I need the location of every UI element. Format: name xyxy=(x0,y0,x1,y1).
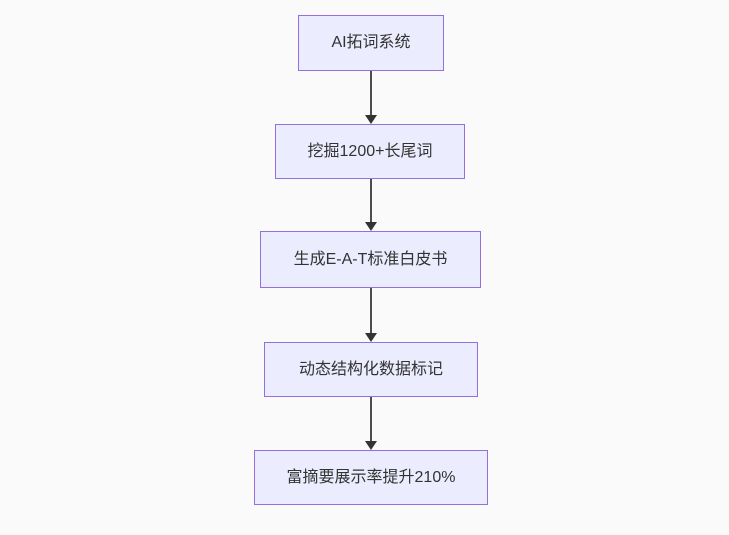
flow-arrow-2 xyxy=(370,179,372,223)
flow-node-label: 挖掘1200+长尾词 xyxy=(307,142,433,160)
flow-arrow-1 xyxy=(370,71,372,116)
flow-node-rich-snippet-result: 富摘要展示率提升210% xyxy=(254,450,488,505)
flow-node-eat-whitepaper: 生成E-A-T标准白皮书 xyxy=(260,231,481,288)
flow-node-ai-system: AI拓词系统 xyxy=(298,15,444,71)
flow-node-label: 动态结构化数据标记 xyxy=(298,360,443,378)
flow-node-longtail-mining: 挖掘1200+长尾词 xyxy=(275,124,465,179)
flow-node-label: 富摘要展示率提升210% xyxy=(286,468,456,486)
flow-node-label: 生成E-A-T标准白皮书 xyxy=(293,250,448,268)
flow-arrow-4 xyxy=(370,397,372,442)
flow-node-label: AI拓词系统 xyxy=(331,34,411,52)
flow-arrow-3 xyxy=(370,288,372,334)
flow-node-structured-data: 动态结构化数据标记 xyxy=(264,342,478,397)
